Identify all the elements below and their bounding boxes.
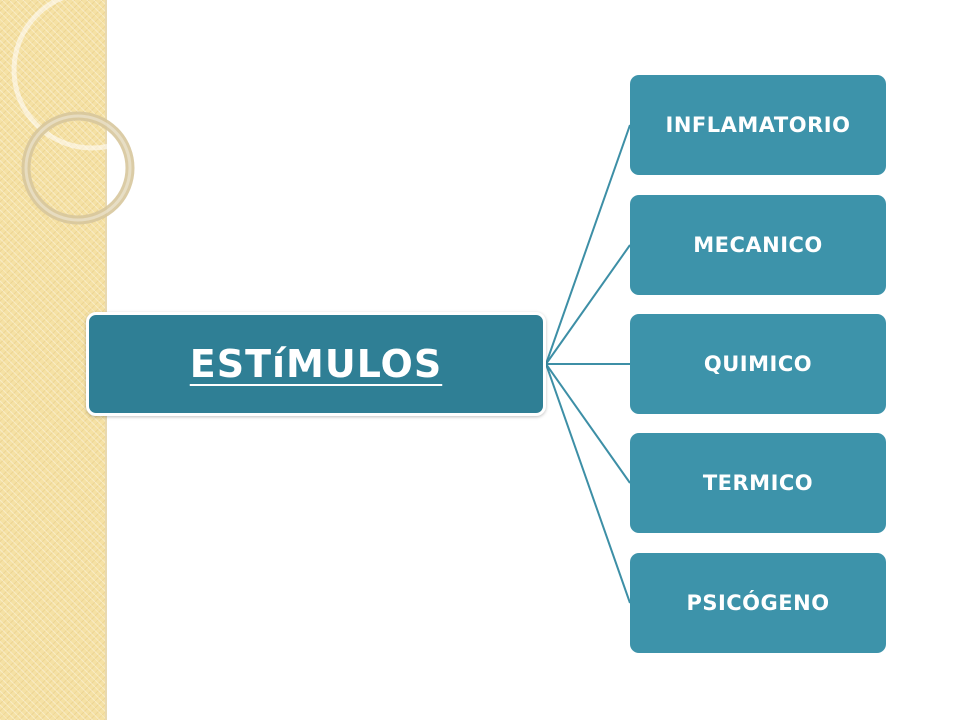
decorative-ring-large [11,0,160,151]
root-node-label: ESTíMULOS [189,342,443,386]
child-node-quimico: QUIMICO [630,314,886,414]
connector-psicogeno [545,363,631,604]
decorative-rings [11,0,160,225]
decorative-ring-small-highlight [24,114,132,222]
connector-termico [545,363,631,484]
connector-inflamatorio [545,124,631,365]
child-node-mecanico: MECANICO [630,195,886,295]
child-node-psicogeno: PSICÓGENO [630,553,886,653]
child-node-label: INFLAMATORIO [665,113,851,137]
child-node-label: QUIMICO [703,352,813,376]
child-node-label: PSICÓGENO [686,591,830,615]
child-node-termico: TERMICO [630,433,886,533]
child-node-label: MECANICO [693,233,823,257]
root-node-estimulos: ESTíMULOS [86,312,546,416]
decorative-ring-small [21,111,135,225]
child-node-label: TERMICO [702,471,814,495]
connector-mecanico [545,244,631,365]
child-node-inflamatorio: INFLAMATORIO [630,75,886,175]
